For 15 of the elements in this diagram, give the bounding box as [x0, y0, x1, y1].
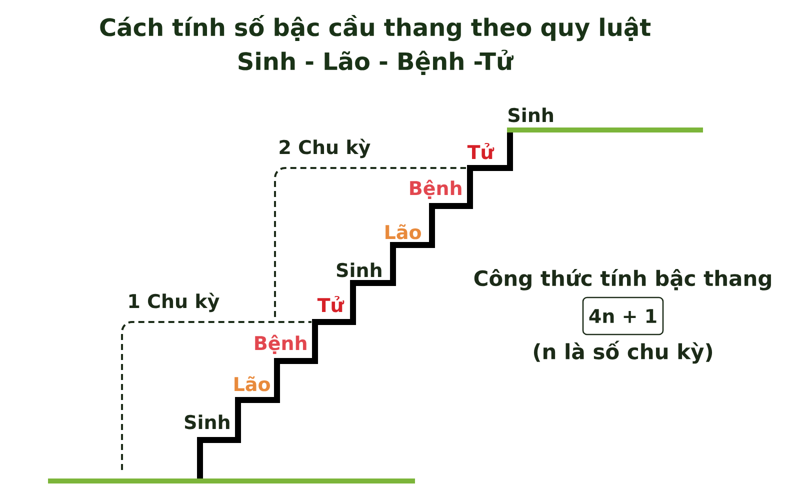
step-label: Tử	[317, 296, 344, 312]
cycle-label: 1 Chu kỳ	[129, 292, 220, 312]
step-label: Sinh	[336, 262, 382, 278]
formula-box: 4n + 1	[582, 296, 664, 336]
step-label: Tử	[467, 142, 494, 160]
step-label: Lão	[234, 376, 270, 392]
step-label: Lão	[386, 224, 421, 240]
step-label: Sinh	[184, 414, 230, 430]
step-label: Sinh	[508, 108, 553, 122]
formula-heading: Công thức tính bậc thang	[474, 269, 771, 290]
formula-note: (n là số chu kỳ)	[534, 340, 712, 364]
step-label: Bệnh	[410, 180, 462, 200]
cycle-label: 2 Chu kỳ	[280, 138, 370, 158]
step-label: Bệnh	[255, 334, 306, 354]
title: Cách tính số bậc cầu thang theo quy luật Sinh - Lão - Bệnh -Tử	[100, 14, 651, 76]
